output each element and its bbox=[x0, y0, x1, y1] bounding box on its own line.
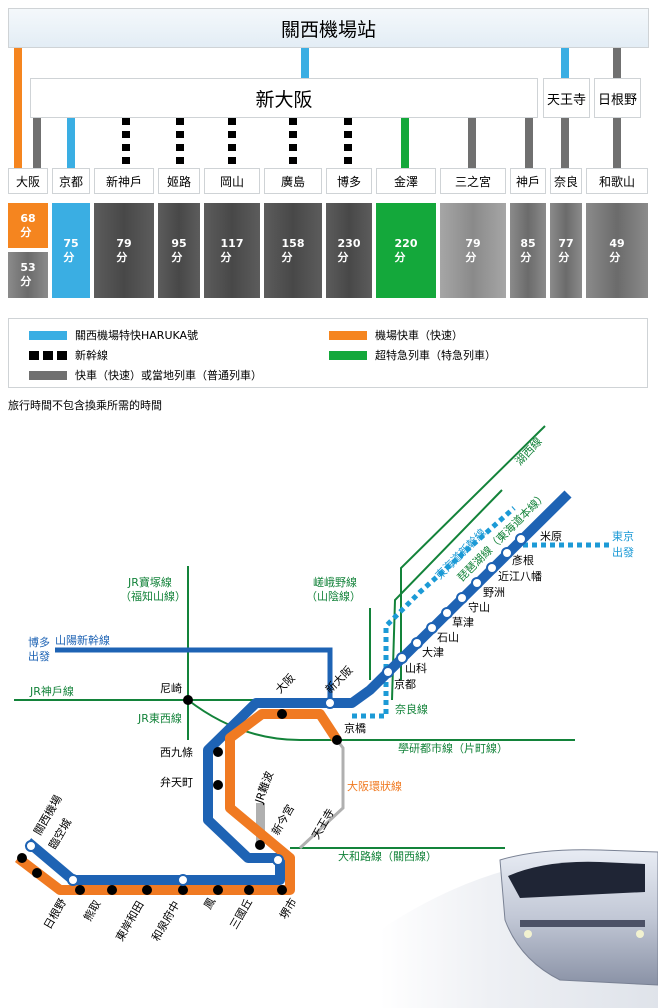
station-sannomiya: 三之宮 bbox=[440, 168, 506, 194]
legend-shinkansen: 新幹線 bbox=[29, 347, 108, 363]
hineno-hub: 日根野 bbox=[594, 78, 641, 118]
label-kumatori: 熊取 bbox=[80, 897, 103, 923]
time-kyoto: 75 分 bbox=[52, 203, 90, 298]
time-kanazawa: 220 分 bbox=[376, 203, 436, 298]
label-yamatoji: 大和路線（關西線） bbox=[338, 849, 437, 863]
station-nara: 奈良 bbox=[550, 168, 582, 194]
station-wakayama: 和歌山 bbox=[586, 168, 648, 194]
label-sanyo: 山陽新幹線 bbox=[55, 633, 110, 647]
label-tozai: JR東西線 bbox=[137, 711, 182, 725]
time-shin-kobe: 79 分 bbox=[94, 203, 154, 298]
station-okayama: 岡山 bbox=[204, 168, 260, 194]
station-kobe: 神戶 bbox=[510, 168, 546, 194]
station-hiroshima: 廣島 bbox=[264, 168, 322, 194]
route-map: 湖西線 東海道新幹線 琵琶湖線（東海道本線） 東京 出發 米原 彥根 近江八幡 … bbox=[14, 425, 658, 1008]
legend-express: 超特急列車（特急列車） bbox=[329, 347, 496, 363]
time-himeji: 95 分 bbox=[158, 203, 200, 298]
station-himeji: 姬路 bbox=[158, 168, 200, 194]
label-bentencho: 弁天町 bbox=[160, 775, 193, 789]
time-okayama: 117 分 bbox=[204, 203, 260, 298]
station-kyoto: 京都 bbox=[52, 168, 90, 194]
time-nara: 77 分 bbox=[550, 203, 582, 298]
label-osaka-loop: 大阪環狀線 bbox=[347, 779, 402, 793]
time-wakayama: 49 分 bbox=[586, 203, 648, 298]
label-higashikishiwada: 東岸和田 bbox=[113, 899, 146, 944]
label-osaka: 大阪 bbox=[272, 671, 297, 696]
shin-osaka-hub: 新大阪 bbox=[30, 78, 538, 118]
label-omihachiman: 近江八幡 bbox=[498, 569, 542, 583]
station-osaka: 大阪 bbox=[8, 168, 48, 194]
station-hakata: 博多 bbox=[326, 168, 372, 194]
label-yamashina: 山科 bbox=[405, 661, 427, 675]
label-yasu: 野洲 bbox=[483, 586, 505, 599]
label-moriyama: 守山 bbox=[468, 600, 490, 614]
label-shin-imamiya: 新今宮 bbox=[268, 802, 297, 838]
label-kosei: 湖西線 bbox=[512, 434, 545, 468]
label-gakken: 學研都市線（片町線） bbox=[398, 741, 508, 755]
rapid-route bbox=[14, 709, 342, 895]
label-tennoji: 天王寺 bbox=[309, 806, 337, 841]
label-kobe-line: JR神戶線 bbox=[29, 684, 74, 698]
label-mikunigaoka: 三國丘 bbox=[227, 896, 255, 931]
label-jr-namba: JR難波 bbox=[252, 770, 276, 806]
kansai-airport-station-header: 關西機場站 bbox=[8, 8, 649, 48]
time-kobe: 85 分 bbox=[510, 203, 546, 298]
label-sagano: 嵯峨野線 bbox=[313, 575, 357, 589]
label-hikone: 彥根 bbox=[512, 553, 534, 567]
train-illustration bbox=[380, 849, 658, 1008]
tennoji-hub: 天王寺 bbox=[543, 78, 590, 118]
label-maibara: 米原 bbox=[540, 530, 562, 543]
label-otori: 鳳 bbox=[201, 895, 218, 911]
haruka-route bbox=[24, 490, 572, 885]
label-izumifuchu: 和泉府中 bbox=[148, 898, 182, 943]
jr-namba-line bbox=[256, 803, 265, 843]
label-hineno: 日根野 bbox=[40, 896, 69, 932]
time-hiroshima: 158 分 bbox=[264, 203, 322, 298]
legend: 關西機場特快HARUKA號 新幹線 快車（快速）或當地列車（普通列車） 機場快車… bbox=[8, 318, 648, 388]
label-ishiyama: 石山 bbox=[437, 631, 459, 644]
label-takarazuka-sub: （福知山線） bbox=[120, 589, 186, 603]
station-shin-kobe: 新神戶 bbox=[94, 168, 154, 194]
label-hakata: 博多 bbox=[28, 635, 50, 649]
label-takarazuka: JR寶塚線 bbox=[127, 575, 172, 589]
label-kusatsu: 草津 bbox=[452, 616, 474, 629]
legend-local: 快車（快速）或當地列車（普通列車） bbox=[29, 367, 262, 383]
station-kanazawa: 金澤 bbox=[376, 168, 436, 194]
label-amagasaki: 尼崎 bbox=[160, 681, 182, 695]
sanyo-line bbox=[55, 647, 333, 700]
station-dots bbox=[17, 533, 527, 895]
label-hakata-depart: 出發 bbox=[28, 649, 50, 663]
time-osaka-rapid: 68 分 bbox=[8, 203, 48, 248]
label-nara-line: 奈良線 bbox=[395, 702, 428, 716]
label-sagano-sub: （山陰線） bbox=[306, 589, 361, 603]
label-otsu: 大津 bbox=[422, 645, 444, 659]
travel-time-note: 旅行時間不包含換乘所需的時間 bbox=[8, 399, 162, 412]
legend-haruka: 關西機場特快HARUKA號 bbox=[29, 327, 198, 343]
label-kyoto: 京都 bbox=[394, 677, 416, 691]
route-connector-lines bbox=[14, 48, 621, 170]
time-osaka-local: 53 分 bbox=[8, 252, 48, 298]
shinkansen-dotted bbox=[352, 506, 612, 719]
label-tokyo-depart: 出發 bbox=[612, 545, 634, 559]
label-nishikujo: 西九條 bbox=[160, 745, 193, 759]
label-kyobashi: 京橋 bbox=[344, 721, 366, 735]
label-tokyo: 東京 bbox=[612, 529, 634, 543]
time-sannomiya: 79 分 bbox=[440, 203, 506, 298]
label-shin-osaka: 新大阪 bbox=[322, 663, 355, 696]
legend-rapid: 機場快車（快速） bbox=[329, 327, 463, 343]
time-hakata: 230 分 bbox=[326, 203, 372, 298]
label-sakai: 堺市 bbox=[276, 895, 299, 921]
